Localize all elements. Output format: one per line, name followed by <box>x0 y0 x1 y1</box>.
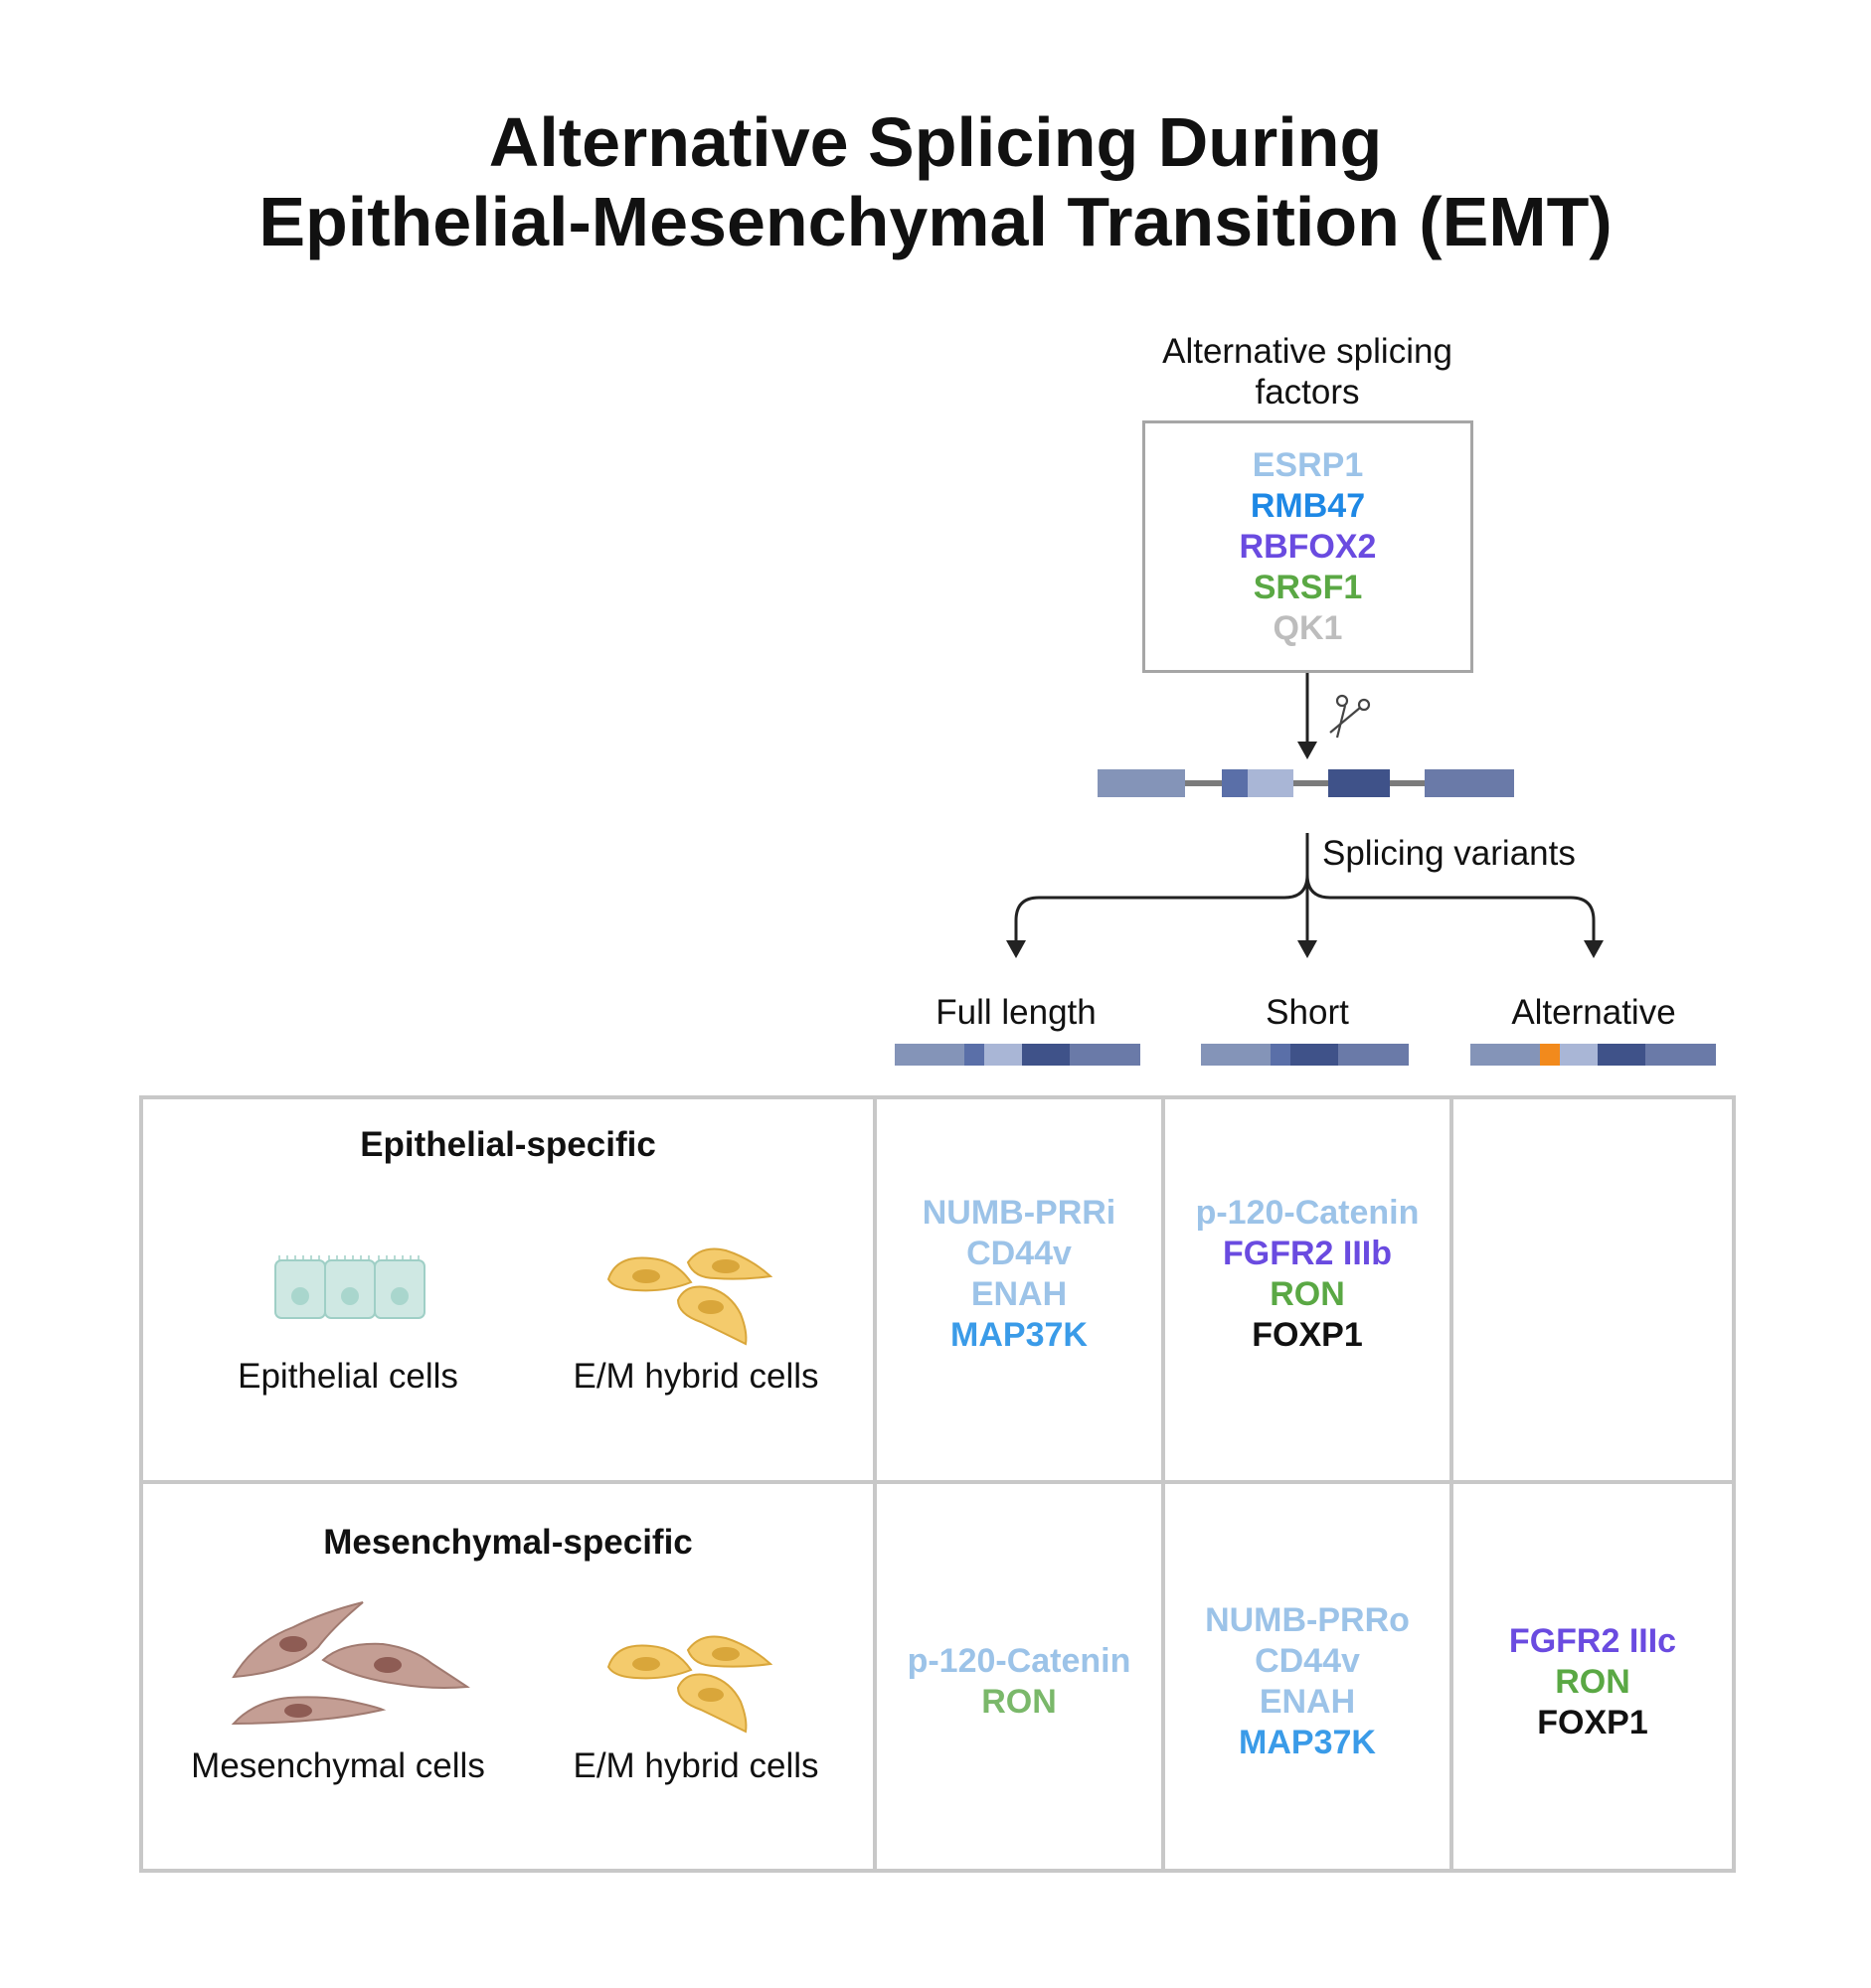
gene-foxp1: FOXP1 <box>1252 1316 1363 1354</box>
row2-heading: Mesenchymal-specific <box>323 1523 693 1562</box>
splicing-factor-esrp1: ESRP1 <box>1252 445 1364 484</box>
title-line-2: Epithelial-Mesenchymal Transition (EMT) <box>258 183 1613 260</box>
title-line-1: Alternative Splicing During <box>488 103 1383 181</box>
exon-4 <box>1425 769 1514 797</box>
variant-bar-short <box>1201 1044 1409 1066</box>
gene-ron: RON <box>1270 1275 1345 1313</box>
row2-cell-type-1: Mesenchymal cells <box>191 1746 485 1785</box>
mesenchymal-cells-illustration <box>231 1601 470 1726</box>
row2-alternative-cell <box>1449 1480 1736 1873</box>
gene-numb-prri: NUMB-PRRi <box>922 1194 1116 1232</box>
gene-cd44v: CD44v <box>1255 1642 1360 1680</box>
gene-numb-prro: NUMB-PRRo <box>1205 1601 1410 1639</box>
variant-label-short: Short <box>1266 993 1349 1032</box>
gene-foxp1: FOXP1 <box>1537 1703 1648 1741</box>
splicing-factor-qk1: QK1 <box>1273 608 1343 647</box>
exon-1 <box>1098 769 1185 797</box>
row1-cell-type-2: E/M hybrid cells <box>573 1357 819 1396</box>
gene-p-120-catenin: p-120-Catenin <box>907 1642 1131 1680</box>
splicing-factor-rbfox2: RBFOX2 <box>1239 527 1377 566</box>
pre-mrna-diagram <box>895 673 1716 1066</box>
hybrid-cells-illustration-2 <box>606 1635 773 1734</box>
gene-fgfr2-iiib: FGFR2 IIIb <box>1223 1235 1392 1272</box>
gene-enah: ENAH <box>970 1275 1068 1313</box>
variant-label-alternative: Alternative <box>1511 993 1676 1032</box>
row1-heading: Epithelial-specific <box>360 1125 656 1164</box>
exon-2a <box>1222 769 1248 797</box>
factors-label-line-1: Alternative splicing <box>1162 332 1452 371</box>
gene-fgfr2-iiic: FGFR2 IIIc <box>1508 1621 1677 1660</box>
splicing-factor-srsf1: SRSF1 <box>1253 568 1363 606</box>
gene-ron: RON <box>1555 1662 1630 1701</box>
variant-label-full-length: Full length <box>936 993 1097 1032</box>
exon-2b <box>1248 769 1293 797</box>
hybrid-cells-illustration-1 <box>606 1247 773 1346</box>
splicing-table: Epithelial-specific Mesenchymal-specific… <box>139 1095 1736 1873</box>
row2-cell-type-2: E/M hybrid cells <box>573 1746 819 1785</box>
gene-map37k: MAP37K <box>1239 1724 1376 1761</box>
row1-alternative-genes <box>1449 1185 1736 1364</box>
splicing-factor-rmb47: RMB47 <box>1250 486 1366 525</box>
gene-cd44v: CD44v <box>966 1235 1072 1272</box>
gene-map37k: MAP37K <box>950 1316 1088 1354</box>
gene-ron: RON <box>981 1683 1057 1721</box>
variant-bar-full-length <box>895 1044 1140 1066</box>
factors-label-line-2: factors <box>1255 373 1360 412</box>
gene-enah: ENAH <box>1259 1683 1356 1721</box>
splicing-variants-label: Splicing variants <box>1322 834 1576 873</box>
epithelial-cells-illustration <box>274 1255 425 1319</box>
gene-p-120-catenin: p-120-Catenin <box>1195 1194 1420 1232</box>
exon-3 <box>1328 769 1390 797</box>
variant-bar-alternative <box>1470 1044 1716 1066</box>
scissors-icon <box>1329 694 1371 739</box>
row1-cell-type-1: Epithelial cells <box>238 1357 458 1396</box>
